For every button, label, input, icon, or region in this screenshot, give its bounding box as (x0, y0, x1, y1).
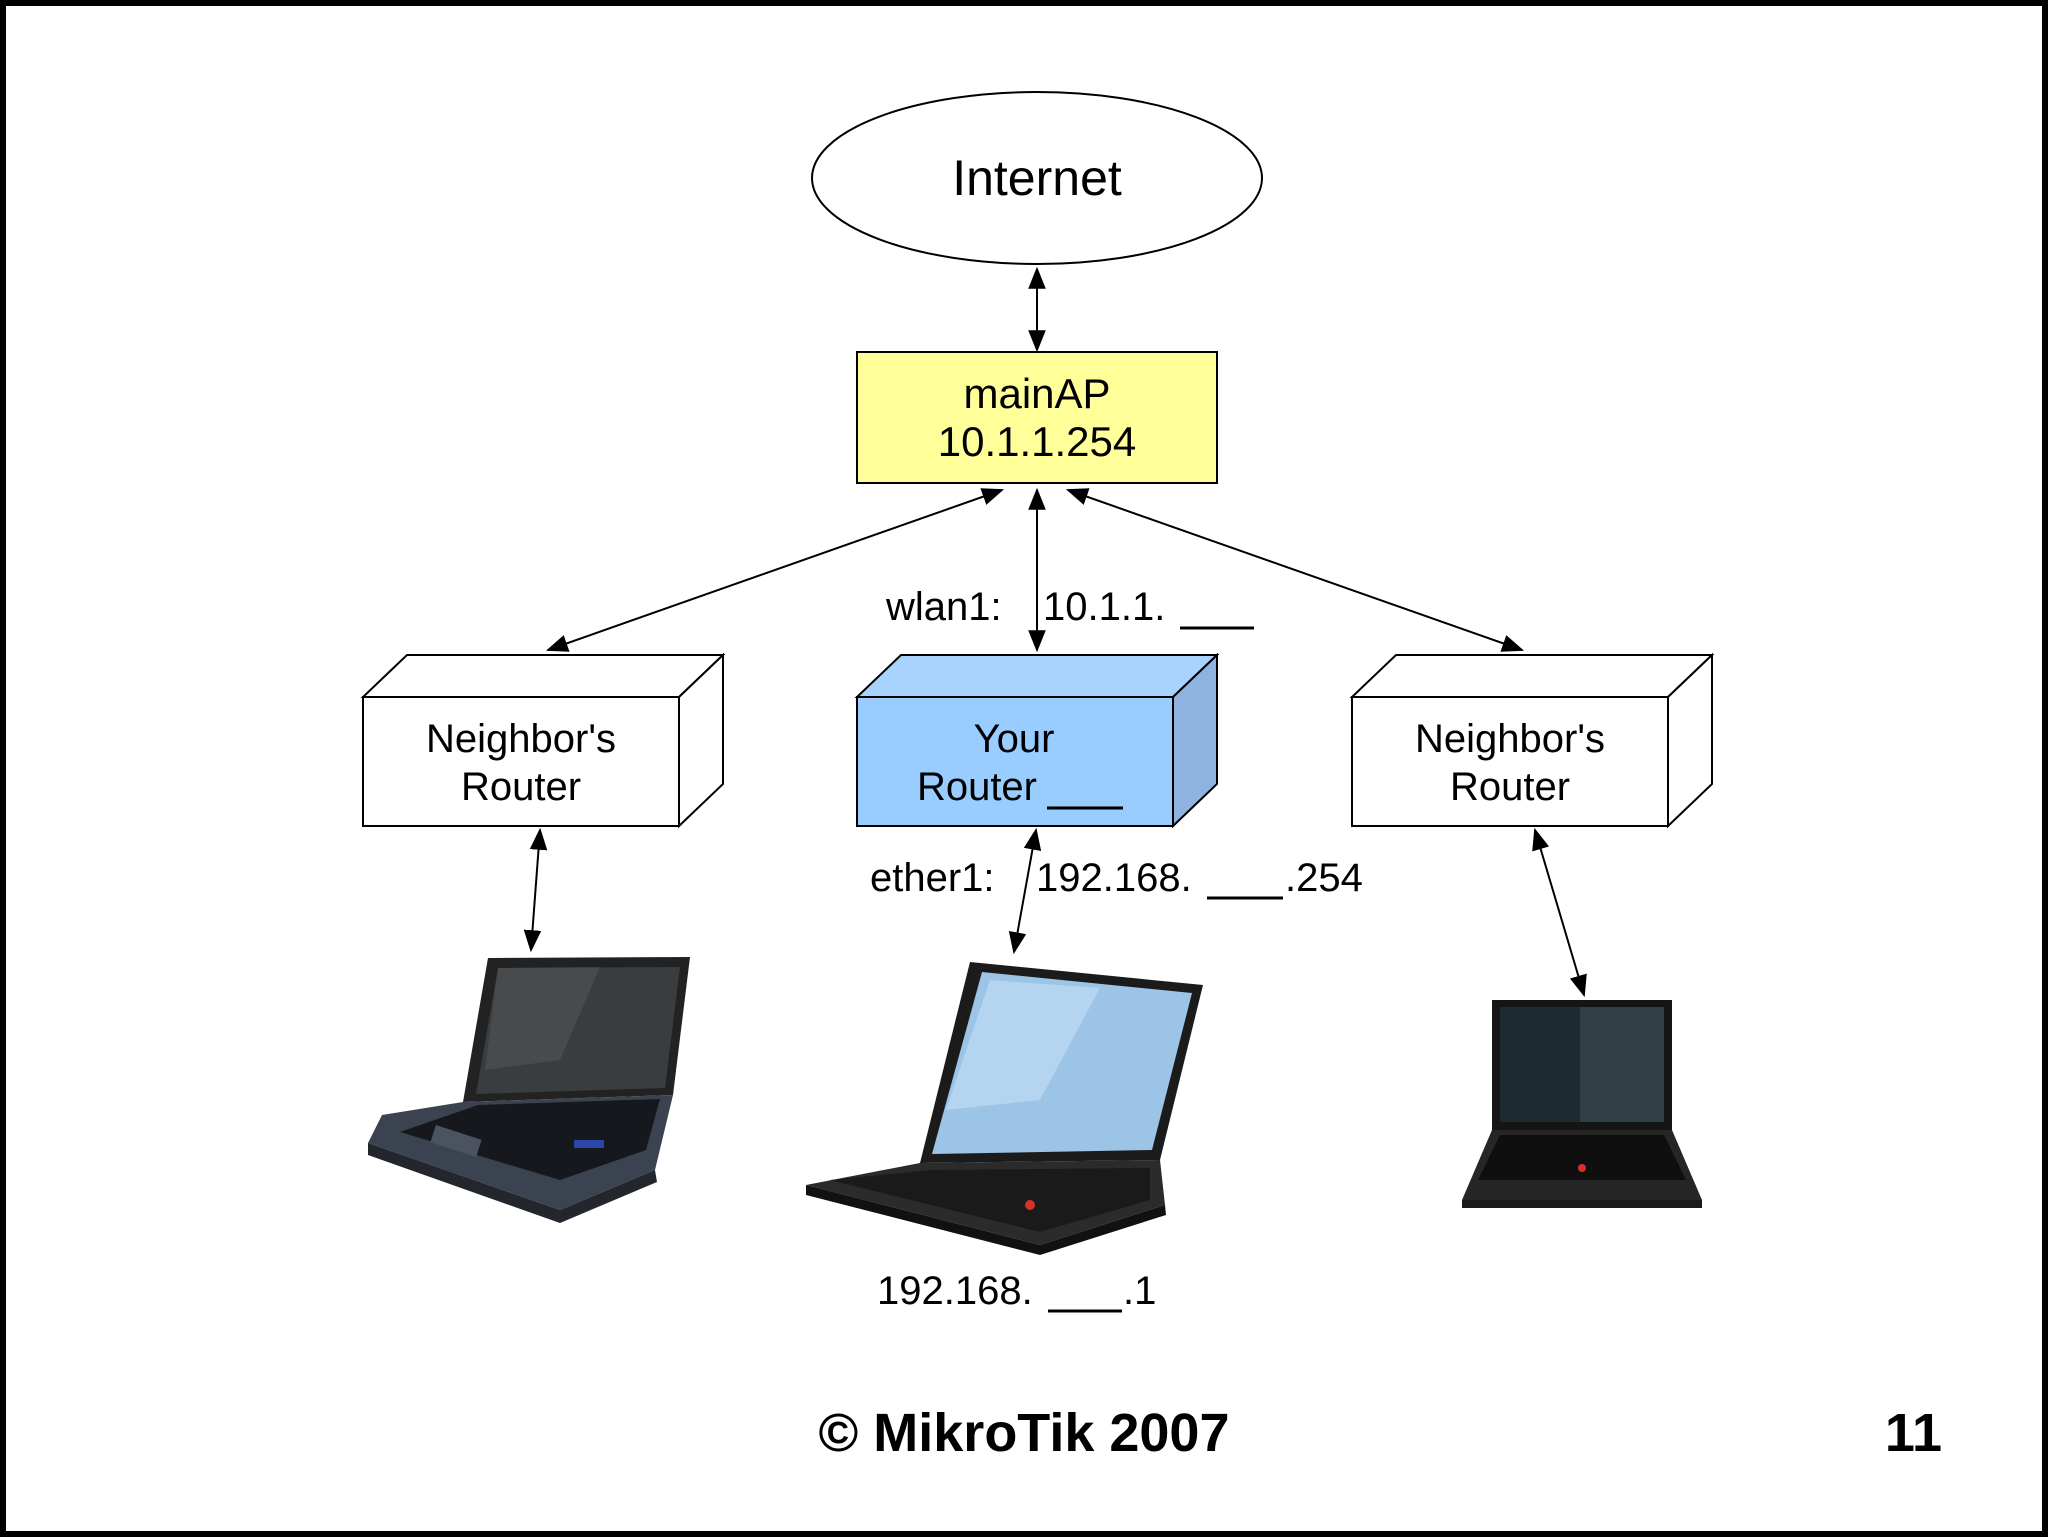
wlan-label-group: wlan1: 10.1.1. (885, 585, 1254, 630)
connectors (523, 266, 1587, 998)
laptop-address-group: 192.168. .1 (877, 1269, 1156, 1313)
ether-label: ether1: (870, 856, 995, 900)
left-neighbor-line2: Router (461, 765, 581, 809)
right-neighbor-line2: Router (1450, 765, 1570, 809)
page-number: 11 (1885, 1403, 1942, 1463)
left-neighbor-line1: Neighbor's (426, 717, 616, 761)
copyright-text: © MikroTik 2007 (819, 1403, 1230, 1463)
your-router-laptop-link (1008, 827, 1042, 955)
laptop-middle-image (806, 962, 1203, 1255)
your-router: Your Router (854, 652, 1220, 829)
main-ap-name: mainAP (963, 370, 1110, 417)
your-router-line1: Your (974, 717, 1055, 761)
main-ap-node: mainAP 10.1.1.254 (856, 351, 1218, 484)
laptop-address-prefix: 192.168. (877, 1269, 1033, 1313)
laptop-address-suffix: .1 (1123, 1269, 1156, 1313)
ether-address-prefix: 192.168. (1036, 856, 1192, 900)
left-neighbor-laptop-link (523, 827, 548, 953)
right-neighbor-line1: Neighbor's (1415, 717, 1605, 761)
your-router-line2: Router (917, 765, 1037, 809)
internet-label: Internet (952, 150, 1122, 206)
ether-address-suffix: .254 (1285, 856, 1363, 900)
wlan-address: 10.1.1. (1043, 585, 1165, 629)
main-ap-address: 10.1.1.254 (938, 418, 1137, 465)
laptop-left-image (368, 957, 690, 1223)
wlan-label: wlan1: (885, 585, 1002, 629)
laptop-right-image (1462, 1000, 1702, 1208)
left-neighbor-router: Neighbor's Router (360, 652, 726, 829)
right-neighbor-laptop-link (1532, 827, 1587, 998)
internet-node: Internet (811, 91, 1263, 265)
mainap-right-neighbor-link (1065, 488, 1525, 652)
right-neighbor-router: Neighbor's Router (1349, 652, 1715, 829)
ether-label-group: ether1: 192.168. .254 (870, 856, 1363, 900)
mainap-left-neighbor-link (545, 488, 1005, 652)
